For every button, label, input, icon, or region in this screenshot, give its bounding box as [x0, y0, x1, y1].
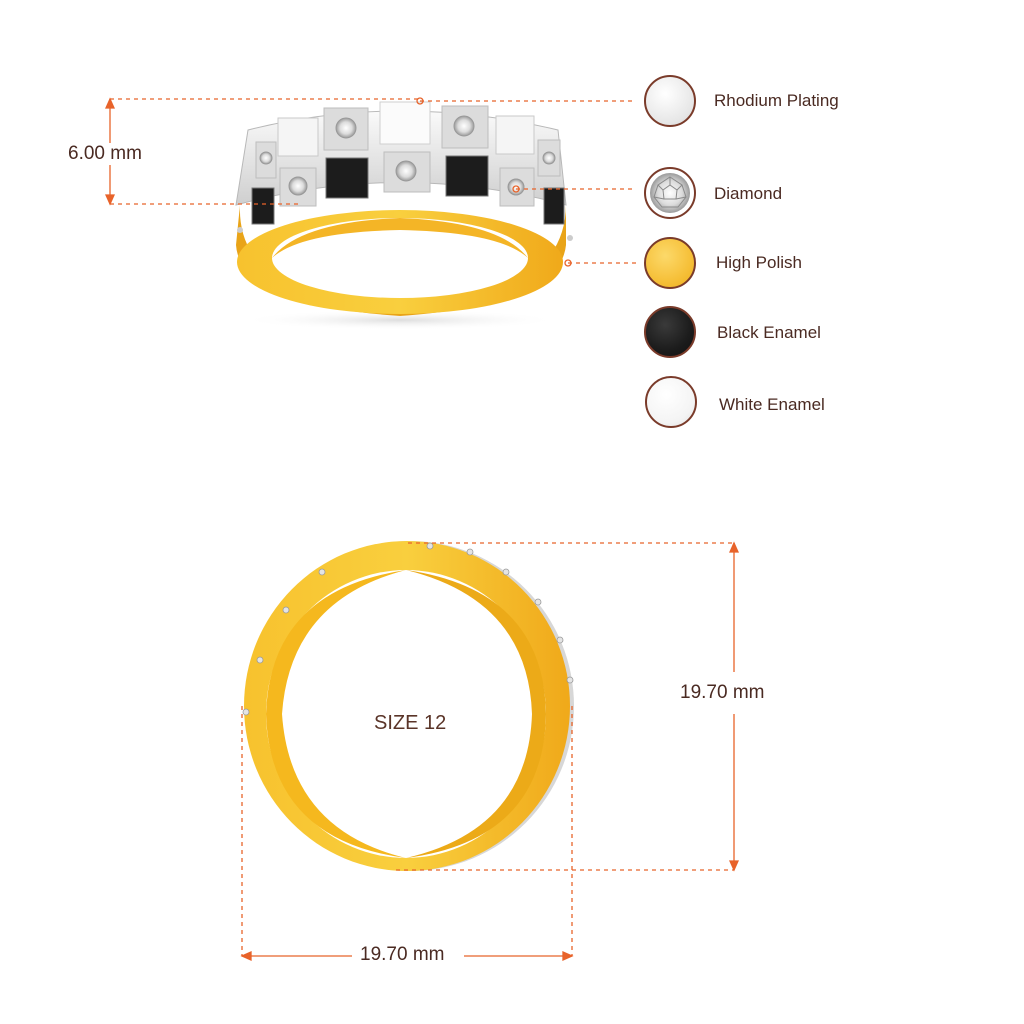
horizontal-diameter-dimension — [240, 706, 574, 962]
rhodium-swatch — [644, 75, 696, 127]
ring-side-view — [242, 541, 574, 871]
horizontal-diameter-label: 19.70 mm — [360, 944, 445, 966]
legend-leaders — [416, 97, 636, 267]
legend-label-black-enamel: Black Enamel — [717, 323, 821, 342]
legend-label-rhodium: Rhodium Plating — [714, 91, 839, 110]
diamond-icon — [650, 173, 690, 213]
ring-size-label: SIZE 12 — [374, 712, 447, 734]
legend-label-white-enamel: White Enamel — [719, 395, 825, 414]
tile-row-top — [255, 101, 561, 179]
legend-label-high-polish: High Polish — [716, 253, 802, 272]
gold-swatch — [644, 237, 696, 289]
white-enamel-swatch — [645, 376, 697, 428]
vertical-diameter-dimension — [396, 541, 740, 872]
ring-perspective-view — [235, 101, 573, 330]
tile-row-bottom — [251, 151, 565, 225]
black-enamel-swatch — [644, 306, 696, 358]
vertical-diameter-label: 19.70 mm — [680, 682, 765, 704]
height-label: 6.00 mm — [68, 143, 142, 165]
diamond-swatch — [644, 167, 696, 219]
legend-label-diamond: Diamond — [714, 184, 783, 203]
